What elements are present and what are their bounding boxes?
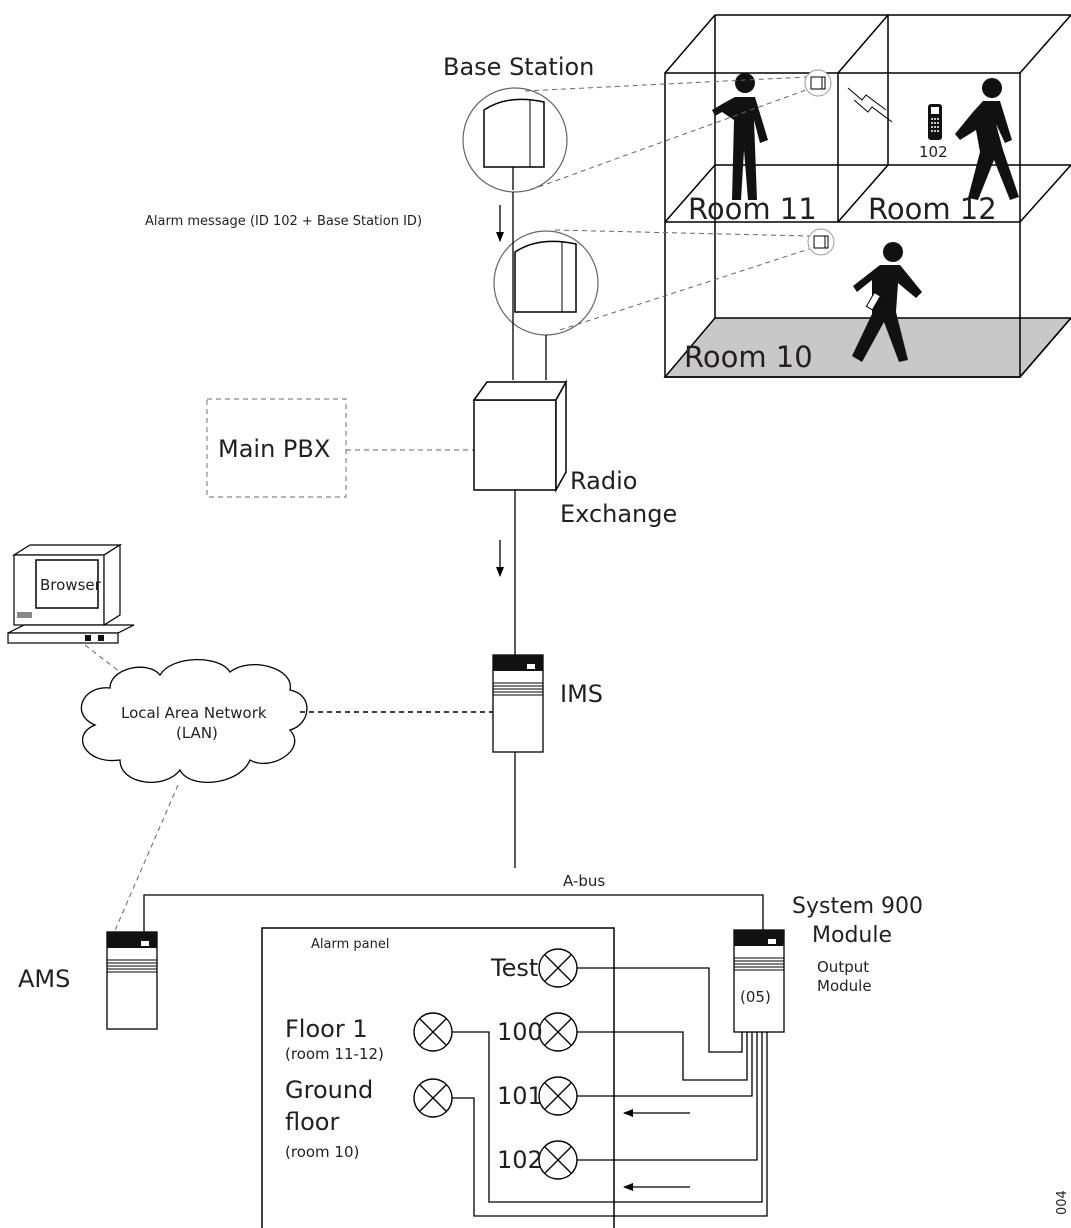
ims-label: IMS	[560, 680, 603, 708]
lamp-icon	[413, 1012, 453, 1052]
lan-label-line1: Local Area Network	[121, 704, 267, 722]
main-pbx-box	[206, 398, 347, 498]
a-bus-line	[143, 894, 764, 932]
lamp-icon	[538, 1012, 578, 1052]
lamp-icon	[413, 1078, 453, 1118]
module-id-label: (05)	[740, 988, 771, 1006]
lamp-icon	[538, 1140, 578, 1180]
base-station-label: Base Station	[443, 53, 594, 81]
lamp-101-label: 101	[497, 1082, 543, 1110]
room-10-label: Room 10	[684, 340, 813, 374]
building-front	[664, 72, 1021, 378]
figure-code-label: 004	[1055, 1190, 1070, 1215]
cloud-icon	[80, 658, 308, 783]
a-bus-label: A-bus	[563, 872, 605, 890]
radio-label: Radio	[570, 467, 637, 495]
alarm-message-label: Alarm message (ID 102 + Base Station ID)	[145, 214, 422, 229]
lan-label-line2: (LAN)	[176, 724, 218, 742]
ams-module-icon	[106, 931, 158, 1030]
output-module-label-line2: Module	[817, 977, 872, 995]
lamp-100-label: 100	[497, 1018, 543, 1046]
lamp-icon	[538, 1076, 578, 1116]
radio-wave-icon	[847, 87, 893, 123]
alarm-panel-frame	[261, 927, 615, 1228]
handset-id-label: 102	[919, 143, 948, 161]
ground-floor-label-line1: Ground	[285, 1076, 373, 1104]
browser-label: Browser	[40, 576, 102, 594]
system900-label-line2: Module	[812, 923, 892, 948]
system900-label-line1: System 900	[792, 894, 923, 919]
computer-icon	[7, 543, 135, 644]
lamp-icon	[538, 948, 578, 988]
floor1-sub-label: (room 11-12)	[285, 1045, 384, 1063]
system900-module-icon	[733, 929, 785, 1033]
test-label: Test	[490, 954, 538, 982]
handset-icon: 102	[919, 104, 948, 161]
base-station-icon	[804, 69, 832, 97]
radio-exchange-icon	[472, 379, 568, 493]
ground-floor-label-line2: floor	[285, 1108, 339, 1136]
base-station-icon	[807, 228, 835, 256]
output-module-label-line1: Output	[817, 958, 869, 976]
floor1-label: Floor 1	[285, 1015, 368, 1043]
alarm-wiring	[452, 967, 768, 1217]
alarm-panel-label: Alarm panel	[311, 937, 389, 952]
person-icon	[712, 73, 768, 200]
ground-floor-sub-label: (room 10)	[285, 1143, 359, 1161]
main-pbx-label: Main PBX	[218, 435, 330, 463]
person-icon	[955, 78, 1019, 200]
base-station-icon	[462, 87, 568, 193]
ims-module-icon	[492, 654, 544, 753]
ams-label: AMS	[18, 965, 70, 993]
person-icon	[852, 242, 922, 362]
base-station-icon	[493, 230, 599, 336]
lamp-102-label: 102	[497, 1146, 543, 1174]
exchange-label: Exchange	[560, 500, 677, 528]
